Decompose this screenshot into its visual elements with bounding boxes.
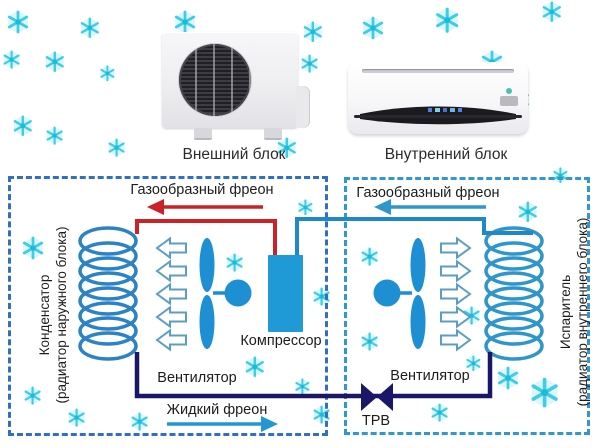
snowflake-icon: [12, 115, 34, 137]
snowflake-icon: [297, 199, 314, 216]
indoor-airflow-arrows: [440, 236, 472, 352]
hot-gas-pipe: [135, 219, 277, 255]
snowflake-icon: [496, 366, 520, 390]
outdoor-unit-foot: [264, 128, 282, 140]
liquid-pipe: [134, 352, 493, 399]
liquid-freon-label: Жидкий фреон: [166, 402, 268, 418]
snowflake-icon: [360, 247, 379, 267]
outdoor-gas-freon-label: Газообразный фреон: [130, 182, 274, 198]
expansion-valve-label: ТРВ: [361, 413, 391, 429]
suction-gas-pipe: [295, 217, 533, 255]
outdoor-circuit-box: [8, 176, 328, 436]
snowflake-icon: [2, 50, 21, 70]
indoor-fan-label: Вентилятор: [390, 368, 470, 384]
indoor-unit-vent: [362, 69, 514, 73]
indoor-unit-logo: [500, 88, 518, 106]
snowflake-icon: [130, 412, 149, 432]
snowflake-icon: [276, 137, 298, 159]
snowflake-icon: [67, 408, 86, 428]
hot-gas-flow-arrow: [147, 199, 263, 215]
snowflake-icon: [360, 332, 379, 352]
outdoor-fan-icon: [199, 238, 252, 349]
indoor-unit-label: Внутренний блок: [384, 146, 508, 163]
snowflake-icon: [300, 54, 319, 74]
snowflake-icon: [517, 201, 539, 223]
indoor-unit-flap-slot: [354, 115, 522, 118]
cold-gas-flow-arrow: [374, 199, 486, 215]
condenser-title: Конденсатор: [37, 274, 52, 356]
liquid-flow-arrow: [167, 416, 278, 432]
snowflake-icon: [541, 1, 563, 23]
snowflake-icon: [99, 65, 116, 82]
evaporator-coil-icon: [484, 226, 544, 361]
expansion-valve-icon: [361, 383, 393, 411]
outdoor-fan-grille-icon: [179, 44, 251, 116]
condenser-subtitle: (радиатор наружного блока): [54, 226, 69, 404]
snowflake-icon: [79, 17, 101, 39]
indoor-fan-icon: [373, 238, 426, 349]
snowflake-icon: [434, 7, 460, 33]
evaporator-title: Испаритель: [558, 274, 573, 350]
snowflake-icon: [465, 355, 482, 372]
snowflake-icon: [430, 403, 449, 423]
snowflake-icon: [361, 16, 385, 40]
indoor-gas-freon-label: Газообразный фреон: [356, 185, 500, 201]
snowflake-icon: [302, 21, 324, 43]
outdoor-airflow-arrows: [155, 236, 187, 352]
condenser-coil-icon: [78, 226, 138, 361]
outdoor-unit-photo: [158, 28, 314, 142]
compressor-shape: [268, 255, 303, 332]
condenser-label: Конденсатор (радиатор наружного блока): [36, 227, 70, 404]
snowflake-icon: [23, 386, 42, 406]
evaporator-label: Испаритель (радиатор внутреннего блока): [557, 218, 591, 407]
snowflake-icon: [45, 126, 64, 146]
snowflake-icon: [44, 51, 66, 73]
snowflake-icon: [529, 377, 560, 408]
snowflake-icon: [225, 253, 244, 273]
outdoor-unit-foot: [194, 128, 212, 140]
compressor-label: Компрессор: [240, 333, 322, 349]
snowflake-icon: [294, 378, 311, 395]
indoor-unit-photo: [348, 62, 528, 134]
indoor-circuit-box: [344, 177, 590, 435]
snowflake-icon: [6, 10, 30, 34]
evaporator-subtitle: (радиатор внутреннего блока): [575, 217, 590, 407]
snowflake-icon: [21, 236, 45, 260]
snowflake-icon: [107, 138, 126, 158]
snowflake-icon: [244, 356, 266, 378]
outdoor-unit-side-cap: [296, 86, 310, 128]
outdoor-unit-label: Внешний блок: [182, 146, 286, 163]
outdoor-fan-label: Вентилятор: [157, 370, 237, 386]
snowflake-icon: [173, 10, 197, 34]
